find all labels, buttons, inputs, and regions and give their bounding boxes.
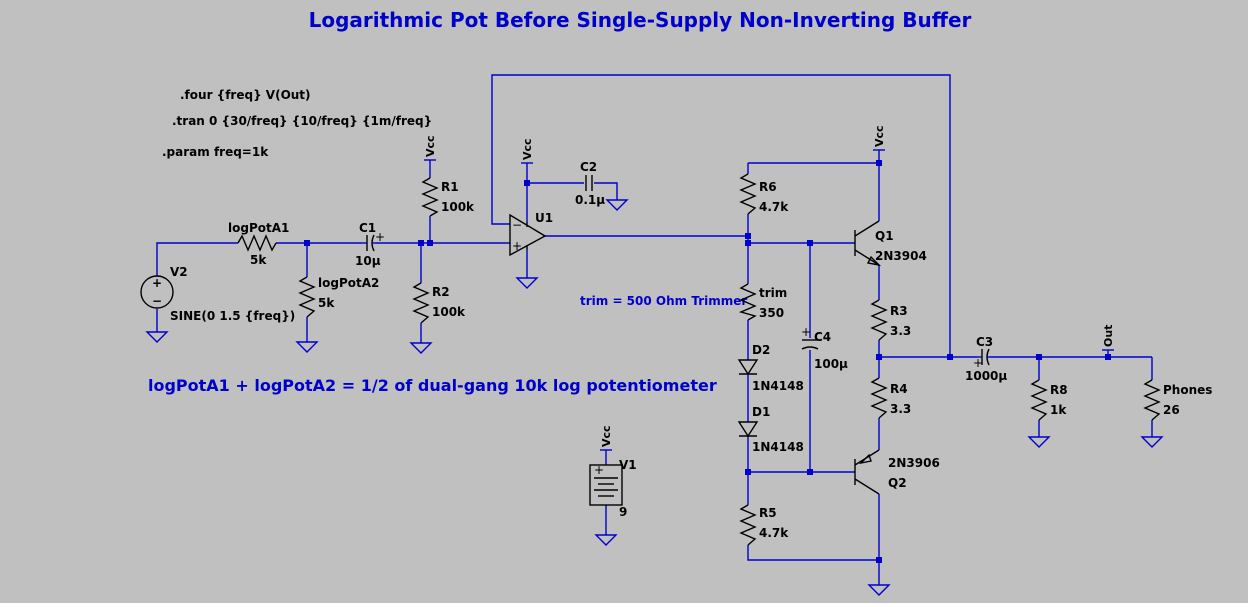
wires bbox=[156, 74, 1153, 585]
q2-value: 2N3906 bbox=[888, 456, 940, 470]
c4-capacitor[interactable]: + C4 100µ bbox=[801, 325, 848, 371]
logpota1-resistor[interactable]: logPotA1 5k bbox=[228, 221, 289, 267]
c4-plus: + bbox=[801, 325, 811, 339]
ground-symbols bbox=[145, 199, 1164, 596]
c1-name: C1 bbox=[359, 221, 376, 235]
phones-resistor[interactable]: Phones 26 bbox=[1143, 379, 1212, 421]
r6-resistor[interactable]: R6 4.7k bbox=[739, 173, 789, 215]
v1-plus: + bbox=[594, 463, 604, 477]
r8-resistor[interactable]: R8 1k bbox=[1030, 379, 1068, 421]
q2-name: Q2 bbox=[888, 476, 907, 490]
r1-name: R1 bbox=[441, 180, 459, 194]
logpota2-resistor[interactable]: logPotA2 5k bbox=[298, 276, 379, 318]
r6-value: 4.7k bbox=[759, 200, 789, 214]
u1-plus: + bbox=[512, 239, 522, 253]
ground-v2 bbox=[145, 331, 169, 343]
r8-name: R8 bbox=[1050, 383, 1068, 397]
trim-note: trim = 500 Ohm Trimmer bbox=[580, 294, 747, 308]
c3-name: C3 bbox=[976, 335, 993, 349]
r1-value: 100k bbox=[441, 200, 475, 214]
ground-r8 bbox=[1027, 436, 1051, 448]
phones-name: Phones bbox=[1163, 383, 1212, 397]
v2-value: SINE(0 1.5 {freq}) bbox=[170, 309, 295, 323]
q1-transistor[interactable]: Q1 2N3904 bbox=[854, 220, 927, 267]
c3-plus: + bbox=[973, 356, 983, 370]
q1-name: Q1 bbox=[875, 229, 894, 243]
v2-minus: − bbox=[152, 294, 162, 308]
ground-c2 bbox=[605, 199, 629, 211]
d2-diode[interactable]: D2 1N4148 bbox=[737, 343, 804, 393]
logpota1-name: logPotA1 bbox=[228, 221, 289, 235]
c1-capacitor[interactable]: + C1 10µ bbox=[355, 221, 385, 268]
r3-resistor[interactable]: R3 3.3 bbox=[870, 299, 911, 341]
v2-name: V2 bbox=[170, 265, 188, 279]
out-label: Out bbox=[1102, 325, 1115, 347]
c4-name: C4 bbox=[814, 330, 831, 344]
v1-value: 9 bbox=[619, 505, 627, 519]
ground-q2 bbox=[867, 584, 891, 596]
c2-capacitor[interactable]: C2 0.1µ bbox=[575, 160, 605, 207]
r2-value: 100k bbox=[432, 305, 466, 319]
junctions bbox=[304, 160, 1111, 563]
c4-value: 100µ bbox=[814, 357, 848, 371]
u1-minus: − bbox=[512, 218, 522, 232]
c1-value: 10µ bbox=[355, 254, 381, 268]
r8-value: 1k bbox=[1050, 403, 1067, 417]
r4-resistor[interactable]: R4 3.3 bbox=[870, 377, 911, 419]
trim-name: trim bbox=[759, 286, 787, 300]
d2-value: 1N4148 bbox=[752, 379, 804, 393]
c3-value: 1000µ bbox=[965, 369, 1007, 383]
logpota2-value: 5k bbox=[318, 296, 335, 310]
d2-name: D2 bbox=[752, 343, 770, 357]
vcc-label-v1: Vcc bbox=[600, 425, 613, 447]
directive-param: .param freq=1k bbox=[162, 145, 269, 159]
logpota1-value: 5k bbox=[250, 253, 267, 267]
c2-value: 0.1µ bbox=[575, 193, 605, 207]
r4-name: R4 bbox=[890, 382, 908, 396]
r5-name: R5 bbox=[759, 506, 777, 520]
v1-battery[interactable]: + V1 9 bbox=[589, 458, 637, 519]
r1-resistor[interactable]: R1 100k bbox=[421, 177, 475, 217]
r4-value: 3.3 bbox=[890, 402, 911, 416]
v2-plus: + bbox=[152, 276, 162, 290]
u1-opamp[interactable]: − + U1 bbox=[509, 211, 553, 257]
vcc-label-u1: Vcc bbox=[521, 138, 534, 160]
r2-resistor[interactable]: R2 100k bbox=[412, 282, 466, 324]
c3-capacitor[interactable]: + C3 1000µ bbox=[965, 335, 1007, 383]
phones-value: 26 bbox=[1163, 403, 1180, 417]
schematic-title: Logarithmic Pot Before Single-Supply Non… bbox=[309, 8, 972, 32]
vcc-label-r1: Vcc bbox=[424, 135, 437, 157]
ground-v1 bbox=[594, 534, 618, 546]
u1-name: U1 bbox=[535, 211, 553, 225]
ground-r2 bbox=[409, 342, 433, 354]
window-bottom-edge bbox=[0, 603, 1248, 607]
r6-name: R6 bbox=[759, 180, 777, 194]
c2-name: C2 bbox=[580, 160, 597, 174]
directive-tran: .tran 0 {30/freq} {10/freq} {1m/freq} bbox=[172, 114, 432, 128]
r5-resistor[interactable]: R5 4.7k bbox=[739, 504, 789, 546]
pot-note: logPotA1 + logPotA2 = 1/2 of dual-gang 1… bbox=[148, 376, 717, 395]
r5-value: 4.7k bbox=[759, 526, 789, 540]
directive-four: .four {freq} V(Out) bbox=[180, 88, 311, 102]
d1-name: D1 bbox=[752, 405, 770, 419]
q1-value: 2N3904 bbox=[875, 249, 927, 263]
r3-name: R3 bbox=[890, 304, 908, 318]
r2-name: R2 bbox=[432, 285, 450, 299]
logpota2-name: logPotA2 bbox=[318, 276, 379, 290]
v2-source[interactable]: + − V2 SINE(0 1.5 {freq}) bbox=[140, 265, 295, 323]
d1-diode[interactable]: D1 1N4148 bbox=[737, 405, 804, 454]
v1-name: V1 bbox=[619, 458, 637, 472]
vcc-label-q1: Vcc bbox=[873, 125, 886, 147]
ground-phones bbox=[1140, 436, 1164, 448]
trim-resistor[interactable]: trim 350 bbox=[738, 283, 787, 321]
d1-value: 1N4148 bbox=[752, 440, 804, 454]
ground-logpota2 bbox=[295, 341, 319, 353]
vcc-flags: Vcc Vcc Vcc Vcc Out bbox=[424, 125, 1115, 451]
q2-transistor[interactable]: 2N3906 Q2 bbox=[854, 449, 940, 495]
c1-plus: + bbox=[375, 230, 385, 244]
r3-value: 3.3 bbox=[890, 324, 911, 338]
ground-u1 bbox=[515, 277, 539, 289]
trim-value: 350 bbox=[759, 306, 784, 320]
